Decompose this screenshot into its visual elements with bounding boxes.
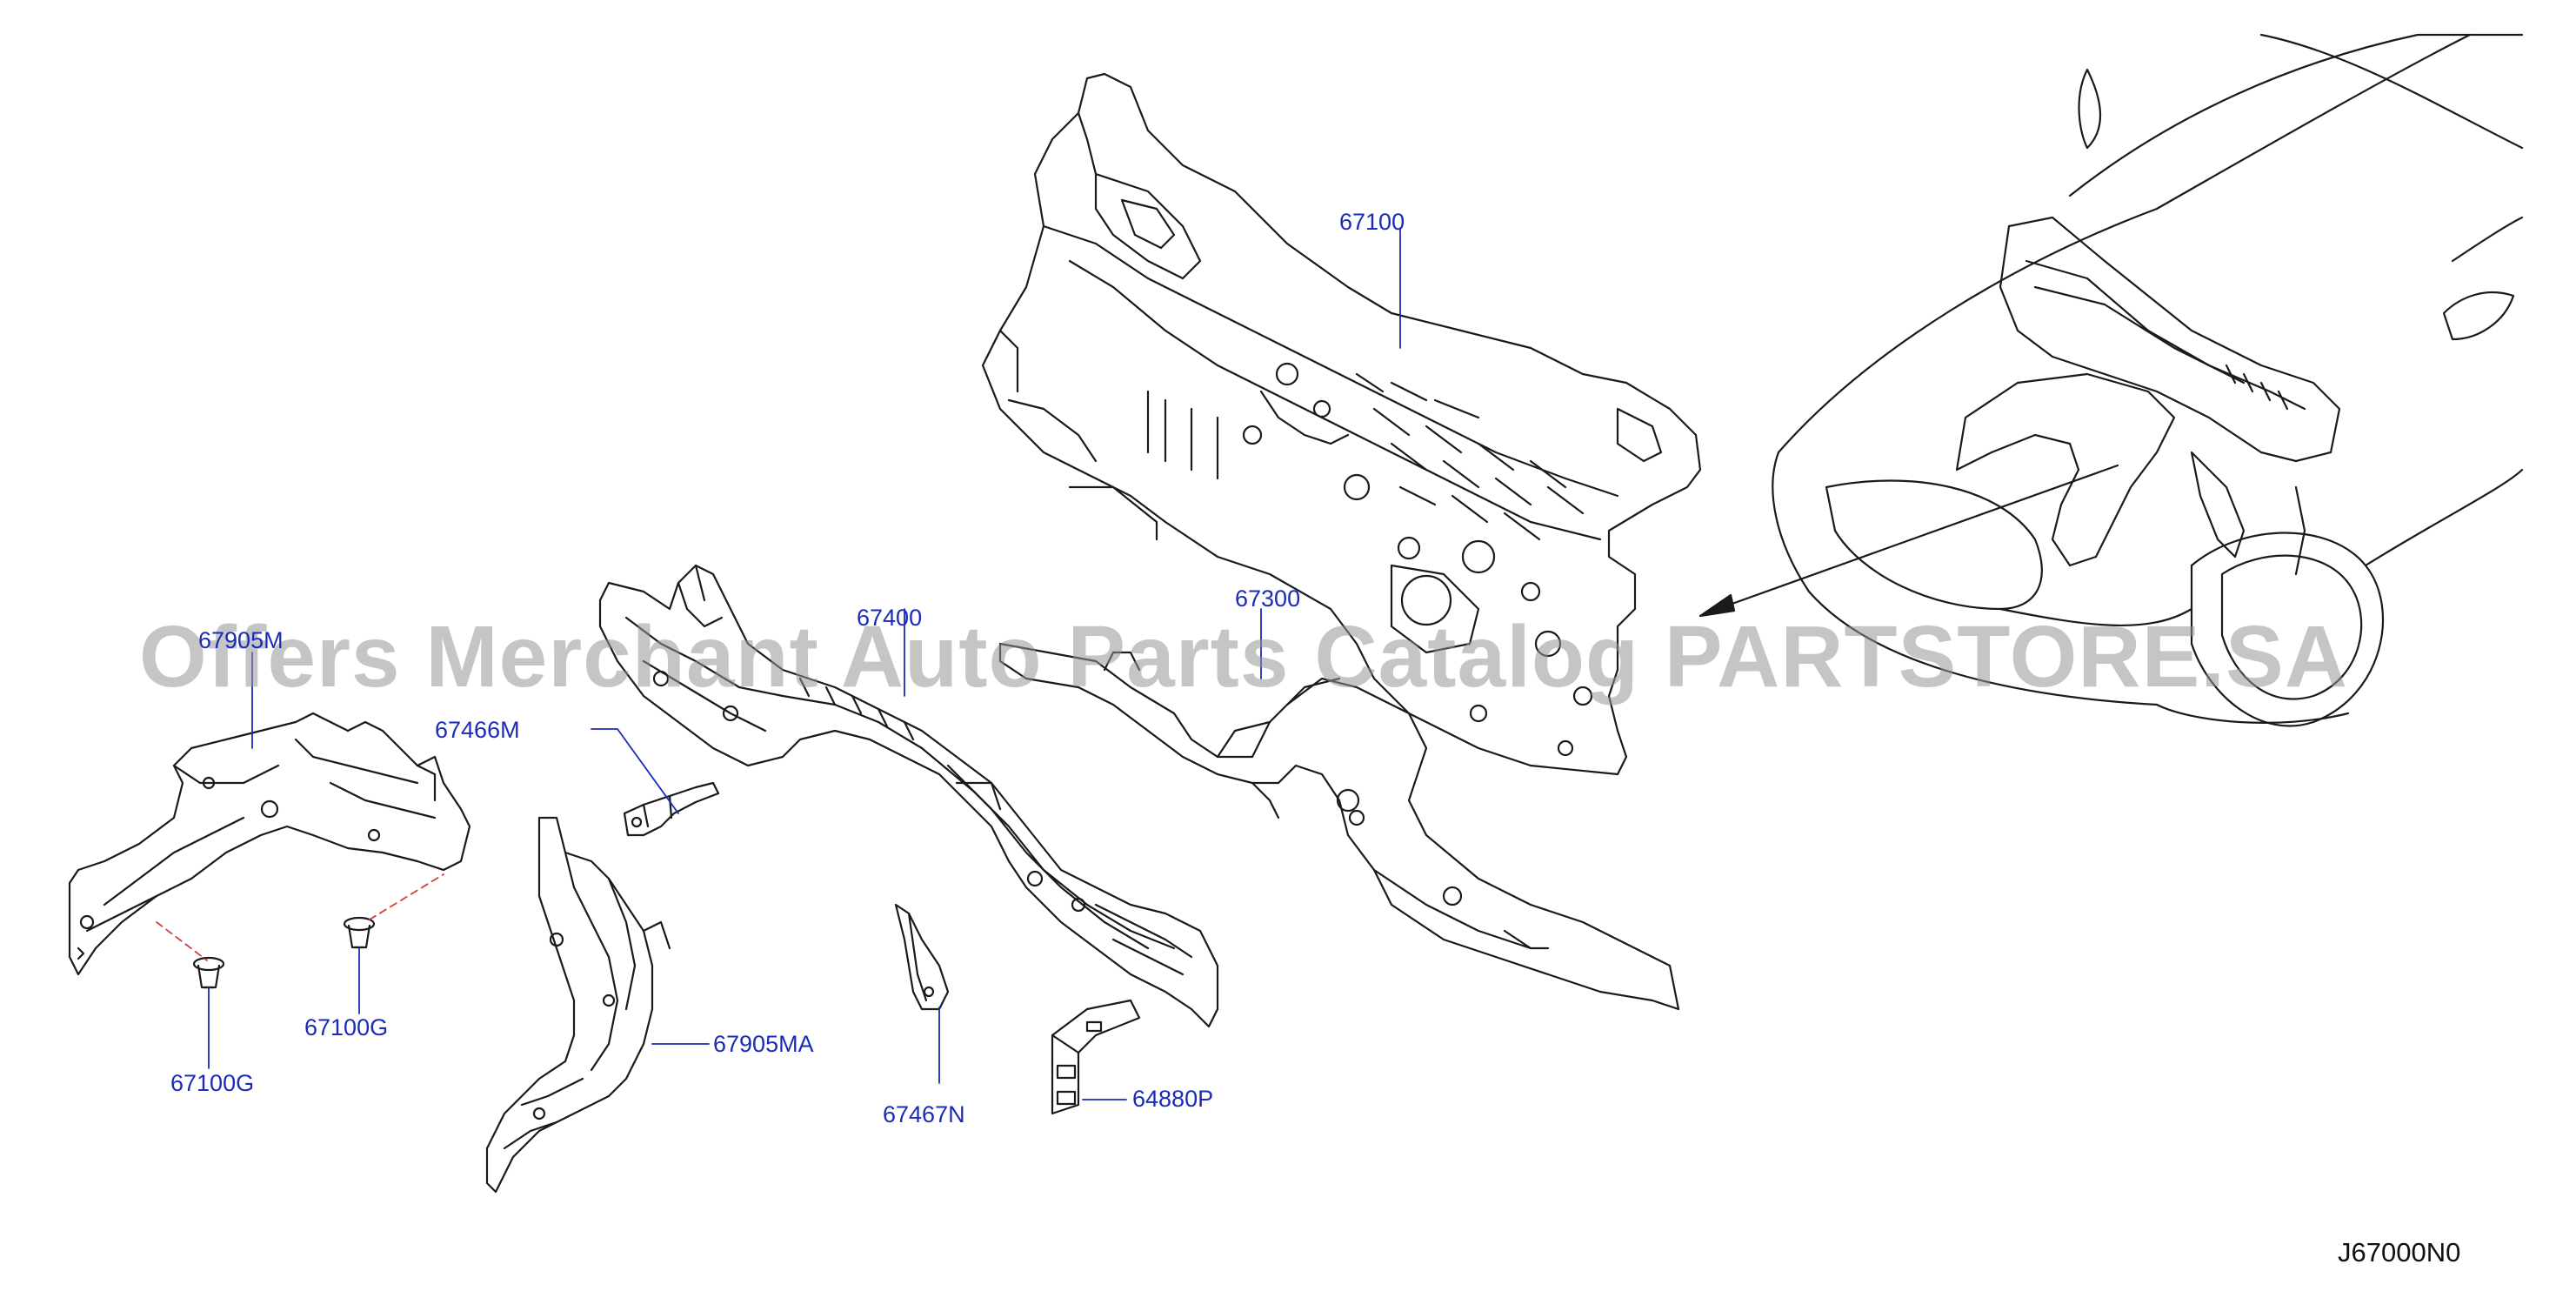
part-label-bracket-lower[interactable]: 67467N bbox=[883, 1101, 965, 1127]
clip-left-part bbox=[192, 956, 225, 989]
part-label-dash-panel[interactable]: 67100 bbox=[1339, 209, 1405, 235]
part-label-insulator-right[interactable]: 67905MA bbox=[713, 1031, 814, 1057]
bracket-upper-part bbox=[623, 781, 720, 837]
dash-panel-part bbox=[981, 72, 1702, 776]
vehicle-overview bbox=[1772, 33, 2524, 727]
cowl-top-part bbox=[998, 642, 1680, 1011]
clip-right-part bbox=[343, 916, 376, 949]
bracket-small-part bbox=[1051, 999, 1141, 1115]
insulator-left-part bbox=[68, 712, 471, 976]
dash-cross-member-part bbox=[598, 564, 1219, 1028]
part-label-clip-right[interactable]: 67100G bbox=[304, 1014, 389, 1040]
watermark-text: Offers Merchant Auto Parts Catalog PARTS… bbox=[139, 608, 2348, 706]
part-label-clip-left[interactable]: 67100G bbox=[170, 1070, 255, 1096]
leader-lines bbox=[208, 227, 1401, 1100]
part-label-bracket-small[interactable]: 64880P bbox=[1132, 1086, 1214, 1112]
diagram-code: J67000N0 bbox=[2338, 1237, 2461, 1268]
part-label-dash-cross-member[interactable]: 67400 bbox=[857, 605, 923, 631]
part-label-bracket-upper[interactable]: 67466M bbox=[435, 717, 520, 743]
part-label-cowl-top[interactable]: 67300 bbox=[1235, 585, 1301, 612]
dashed-leaders bbox=[156, 873, 444, 961]
bracket-lower-part bbox=[894, 903, 950, 1011]
reference-arrow bbox=[1698, 464, 2119, 618]
insulator-right-part bbox=[485, 816, 671, 1194]
part-label-insulator-left[interactable]: 67905M bbox=[198, 627, 284, 653]
